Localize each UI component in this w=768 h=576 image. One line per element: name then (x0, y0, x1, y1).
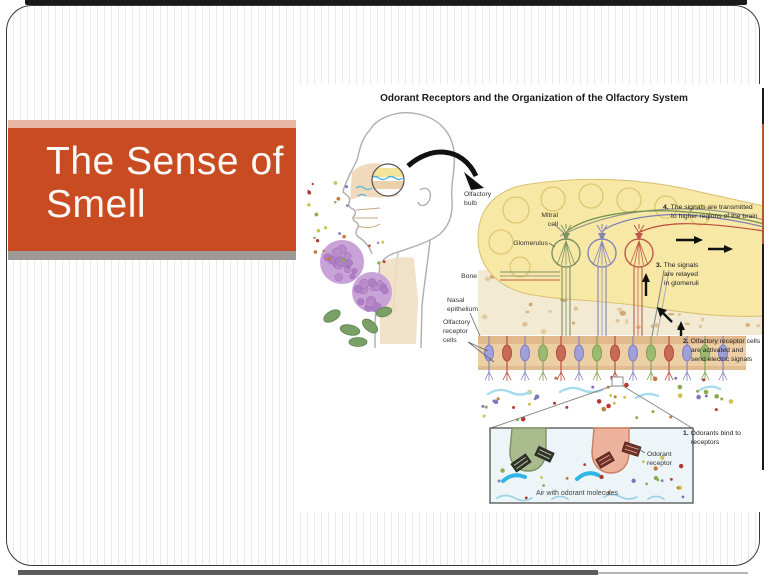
svg-text:4.The signals are transmitted: 4.The signals are transmitted (663, 204, 753, 211)
inset-bottom-waves (496, 493, 665, 502)
label-nasal-epithelium-1: Nasal (447, 297, 465, 304)
step-3-annotation: 3.The signals are relayed in glomeruli (656, 262, 699, 287)
label-mitral-cell-1: Mitral (541, 212, 558, 219)
magnifier-circle (371, 163, 405, 197)
inset-blue-swooshes (501, 471, 600, 483)
svg-text:are relayed: are relayed (664, 271, 698, 278)
odorant-dots-inset (497, 455, 685, 500)
label-bone: Bone (461, 273, 477, 280)
glomerulus-fans (556, 240, 649, 266)
svg-text:2.Olfactory receptor cells: 2.Olfactory receptor cells (683, 338, 761, 345)
inset-box: Odorant receptor Air with odorant molecu… (489, 427, 694, 504)
step-1-annotation: 1.Odorants bind to receptors (683, 430, 741, 446)
player-bottom-bar (18, 570, 598, 575)
svg-text:are activated and: are activated and (691, 347, 743, 354)
glomeruli-circles (488, 183, 711, 278)
label-olfactory-receptor-cells-2: receptor (443, 328, 469, 335)
step-2-annotation: 2.Olfactory receptor cells are activated… (683, 338, 761, 363)
step-4-annotation: 4.The signals are transmitted to higher … (663, 204, 758, 220)
odorant-dots-air (307, 181, 386, 269)
label-mitral-cell-2: cell (548, 221, 559, 228)
olfactory-diagram: Odorant Receptors and the Organization o… (307, 88, 764, 504)
slide-title-line-1: The Sense of (46, 140, 284, 183)
label-air-odorant-molecules: Air with odorant molecules (536, 490, 619, 497)
receptor-cells (484, 336, 728, 381)
flower-leaves (323, 306, 393, 347)
lilac-flowers (320, 240, 392, 313)
olfactory-bulb-shape (477, 178, 764, 317)
odorant-receptor-blocks (510, 441, 642, 473)
svg-text:to higher regions of the brain: to higher regions of the brain (671, 213, 758, 220)
figure-title: Odorant Receptors and the Organization o… (380, 93, 688, 104)
label-olfactory-bulb-2: bulb (464, 200, 477, 207)
label-odorant-receptor-1: Odorant (647, 451, 672, 458)
slide-title-line-2: Smell (46, 183, 147, 226)
svg-text:in glomeruli: in glomeruli (664, 280, 699, 287)
mitral-cells (560, 224, 645, 241)
slide-title-box: The Sense of Smell (8, 128, 314, 251)
part-labels: Olfactory bulb Mitral cell Glomerulus Bo… (443, 191, 565, 363)
axon-bundles (500, 267, 670, 337)
label-olfactory-bulb-1: Olfactory (464, 191, 492, 198)
svg-text:3.The signals: 3.The signals (656, 262, 699, 269)
svg-text:receptors: receptors (691, 439, 720, 446)
player-bottom-bar-thin (598, 572, 748, 574)
label-odorant-receptor-2: receptor (647, 460, 673, 467)
svg-text:1.Odorants bind to: 1.Odorants bind to (683, 430, 741, 437)
label-glomerulus: Glomerulus (513, 240, 548, 247)
player-top-bar (25, 0, 747, 5)
inset-zoom-lines (490, 376, 693, 429)
zoom-arrow (406, 149, 484, 190)
svg-text:send electric signals: send electric signals (691, 356, 753, 363)
olfactory-figure: Odorant Receptors and the Organization o… (296, 84, 764, 512)
label-olfactory-receptor-cells-3: cells (443, 337, 457, 344)
label-olfactory-receptor-cells-1: Olfactory (443, 319, 471, 326)
title-accent-strip-bottom (8, 251, 311, 260)
mitral-axons (559, 208, 764, 237)
label-nasal-epithelium-2: epithelium (447, 306, 478, 313)
odorant-dots-mucus (481, 376, 734, 422)
title-accent-strip-top (8, 120, 311, 128)
